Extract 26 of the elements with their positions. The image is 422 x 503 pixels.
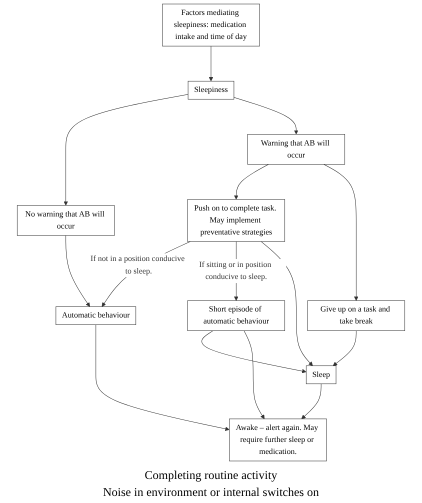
node-box: Factors mediating sleepiness: medication intake and time of day (162, 4, 260, 46)
node-box: Awake – alert again. May require further sleep or medication. (229, 418, 327, 462)
node-box: Sleep (306, 366, 336, 384)
arrow (234, 97, 298, 134)
node-box: Automatic behaviour (56, 306, 136, 325)
arrow (202, 330, 306, 374)
arrow (64, 94, 188, 206)
node-box: Sleepiness (188, 80, 234, 100)
arrow (260, 241, 313, 366)
arrow (208, 46, 214, 82)
node-box: Warning that AB will occur (247, 134, 346, 165)
arrow (301, 384, 322, 420)
edge-label: If not in a position conducive to sleep. (90, 254, 185, 276)
arrow (244, 330, 265, 420)
arrow (234, 164, 269, 200)
arrow (66, 235, 90, 307)
arrow (332, 330, 356, 366)
node-box: Push on to complete task. May implement preventative strategies (187, 199, 286, 242)
arrow (324, 164, 358, 301)
node-box: Give up on a task and take break (307, 300, 406, 331)
node-box: Short episode of automatic behaviour (187, 300, 286, 331)
edge-label: If sitting or in position conducive to sleep. (199, 260, 272, 282)
note-text: Completing routine activity (144, 468, 278, 483)
arrow (96, 324, 230, 431)
note-text: Noise in environment or internal switches on (103, 485, 319, 500)
node-box: No warning that AB will occur (16, 205, 115, 236)
